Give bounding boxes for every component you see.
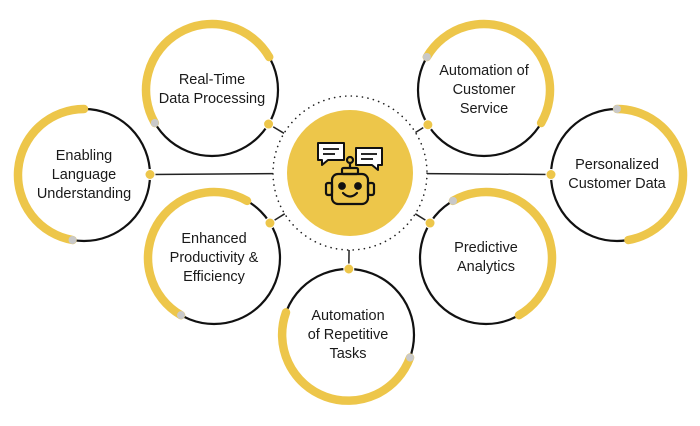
arc-end-dot-personalized	[613, 105, 621, 113]
node-arc-productivity	[143, 187, 252, 320]
arc-end-dot-customer-service	[422, 53, 431, 61]
chat-bubbles-icon	[317, 142, 383, 171]
node-arc-customer-service	[422, 19, 555, 128]
node-label-repetitive: Automation of Repetitive Tasks	[307, 307, 389, 362]
junction-dot-language	[144, 169, 156, 181]
arc-start-dot-personalized	[624, 235, 633, 244]
arc-start-dot-language	[80, 105, 88, 113]
arc-start-dot-repetitive	[281, 308, 290, 317]
junction-dot-personalized	[545, 169, 557, 181]
node-label-language: Enabling Language Understanding	[36, 147, 132, 202]
node-arc-predictive	[448, 187, 557, 320]
arc-end-dot-realtime	[150, 119, 159, 127]
node-label-realtime: Real-Time Data Processing	[158, 72, 266, 107]
node-label-predictive: Predictive Analytics	[454, 240, 518, 275]
junction-dot-predictive	[424, 217, 436, 229]
junction-dot-productivity	[264, 217, 276, 229]
connector-line-personalized	[426, 172, 552, 176]
node-arc-language	[13, 104, 89, 245]
node-arc-repetitive	[277, 308, 415, 405]
connector-line-language	[149, 172, 274, 176]
junction-dot-customer-service	[422, 119, 434, 131]
node-arc-personalized	[612, 104, 688, 245]
chatbot-robot-icon	[324, 155, 376, 206]
arc-start-dot-customer-service	[537, 119, 546, 127]
node-label-personalized: Personalized Customer Data	[568, 157, 666, 192]
arc-start-dot-productivity	[243, 196, 251, 205]
arc-end-dot-language	[68, 235, 77, 244]
arc-end-dot-productivity	[177, 311, 185, 320]
arc-start-dot-realtime	[265, 53, 274, 61]
node-rings	[13, 19, 688, 405]
node-label-productivity: Enhanced Productivity & Efficiency	[169, 230, 259, 285]
dotted-hub-ring	[272, 95, 428, 251]
connector-dots	[68, 53, 633, 362]
connector-lines	[149, 123, 552, 270]
arc-end-dot-repetitive	[406, 353, 415, 362]
arc-start-dot-predictive	[515, 311, 523, 320]
node-arc-realtime	[141, 19, 274, 128]
junction-dot-realtime	[263, 118, 275, 130]
node-label-customer-service: Automation of Customer Service	[439, 62, 529, 117]
junction-dot-repetitive	[343, 263, 355, 275]
center-hub	[272, 95, 428, 251]
arc-end-dot-predictive	[449, 196, 457, 205]
